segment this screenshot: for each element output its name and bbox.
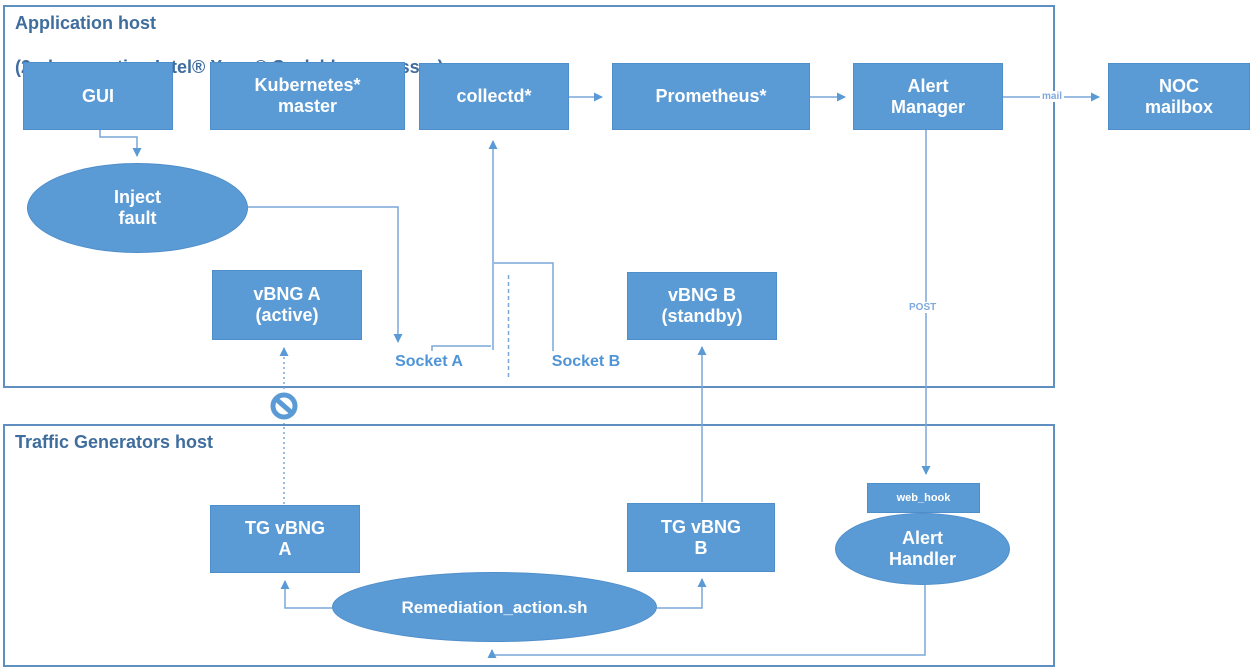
node-remediation-action-label: Remediation_action.sh [401,597,588,617]
socket-a-label: Socket A [395,353,463,370]
node-alert-manager-label-line1: Alert [907,75,949,96]
node-kubernetes-label-line1: Kubernetes* [254,75,361,95]
node-vbng-a-label-line1: vBNG A [253,284,321,304]
node-prometheus-label: Prometheus* [655,86,767,106]
node-prometheus: Prometheus* [612,63,810,130]
node-vbng-b-label-line2: (standby) [661,306,743,326]
node-tg-vbng-b-label-line2: B [694,537,708,558]
traffic-generators-host-title: Traffic Generators host [15,432,214,452]
node-alert-manager-label-line2: Manager [890,96,966,117]
node-tg-vbng-a-label-line2: A [278,539,292,559]
node-tg-vbng-b-label-line1: TG vBNG [660,516,741,537]
node-noc-mailbox: NOC mailbox [1108,63,1250,130]
node-tg-vbng-b: TG vBNG B [627,503,775,572]
node-noc-mailbox-label-line2: mailbox [1144,96,1214,117]
traffic-generators-host-container: Traffic Generators host [3,424,1055,667]
node-inject-fault-label-line1: Inject [113,187,161,207]
node-kubernetes-label-line2: master [277,96,338,116]
node-vbng-a-active: vBNG A (active) [212,270,362,340]
no-entry-icon [267,389,301,423]
node-remediation-action: Remediation_action.sh [332,572,657,642]
node-gui: GUI [23,62,173,130]
mail-edge-label: mail [1040,91,1065,102]
node-web-hook-label: web_hook [896,491,951,504]
node-alert-handler-label-line1: Alert [901,528,943,548]
node-gui-label: GUI [81,85,114,106]
node-inject-fault: Inject fault [27,163,248,253]
application-host-title-line1: Application host [15,13,156,33]
node-vbng-b-standby: vBNG B (standby) [627,272,777,340]
post-edge-label: POST [907,302,939,313]
node-alert-manager: Alert Manager [853,63,1003,130]
node-kubernetes-master: Kubernetes* master [210,62,405,130]
node-alert-handler: Alert Handler [835,513,1010,585]
socket-b-label: Socket B [551,353,621,370]
node-noc-mailbox-label-line1: NOC [1159,75,1199,96]
node-tg-vbng-a-label-line1: TG vBNG [244,518,325,538]
node-collectd-label: collectd* [456,86,532,106]
node-alert-handler-label-line2: Handler [888,549,957,569]
node-vbng-a-label-line2: (active) [255,305,319,325]
node-tg-vbng-a: TG vBNG A [210,505,360,573]
node-inject-fault-label-line2: fault [118,208,157,228]
node-collectd: collectd* [419,63,569,130]
node-web-hook: web_hook [867,483,980,513]
node-vbng-b-label-line1: vBNG B [667,285,736,305]
